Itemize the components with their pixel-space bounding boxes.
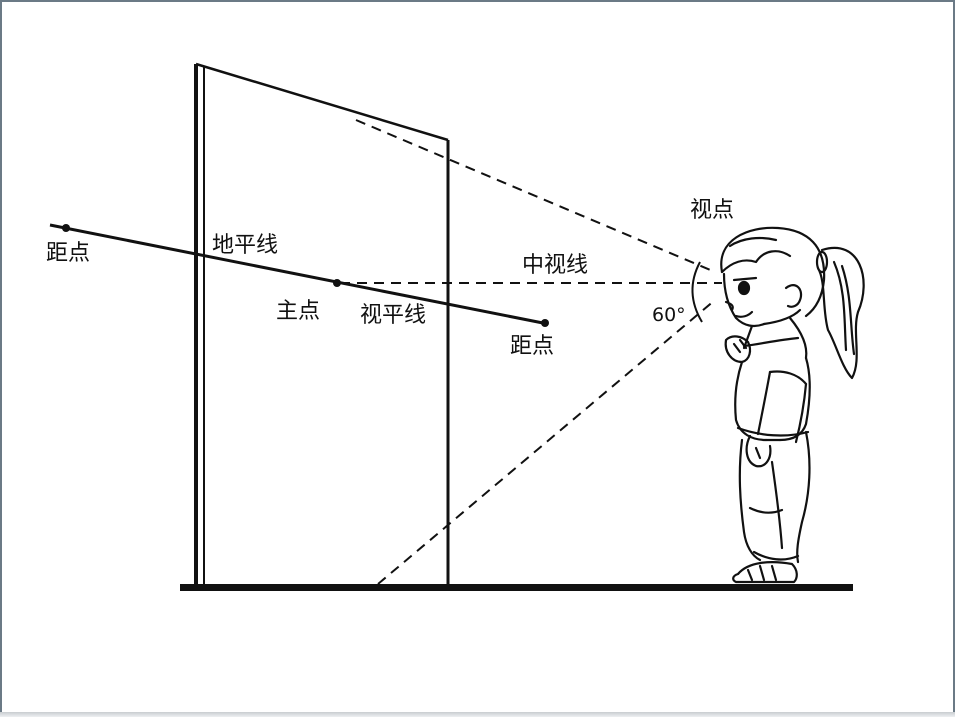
label-angle: 60° bbox=[652, 304, 686, 326]
angle-arc bbox=[691, 261, 703, 323]
label-distance-point-left: 距点 bbox=[46, 241, 90, 266]
upper-cone-line bbox=[355, 119, 716, 273]
principal-point-dot bbox=[333, 279, 341, 287]
ground-line bbox=[180, 584, 853, 591]
distance-point-right-dot bbox=[541, 319, 549, 327]
label-viewpoint: 视点 bbox=[690, 198, 734, 223]
distance-point-left-dot bbox=[62, 224, 70, 232]
label-principal-point: 主点 bbox=[276, 299, 320, 324]
label-distance-point-right: 距点 bbox=[510, 334, 554, 359]
picture-plane bbox=[194, 62, 450, 586]
label-eye-level-line: 视平线 bbox=[360, 303, 426, 328]
viewer-girl-illustration bbox=[720, 226, 865, 584]
sight-lines bbox=[340, 119, 722, 585]
horizon-line bbox=[49, 223, 549, 326]
label-central-sight-line: 中视线 bbox=[522, 253, 588, 278]
label-horizon-line: 地平线 bbox=[212, 233, 278, 258]
slide-frame-shadow bbox=[0, 712, 955, 717]
lower-cone-line bbox=[377, 299, 716, 585]
